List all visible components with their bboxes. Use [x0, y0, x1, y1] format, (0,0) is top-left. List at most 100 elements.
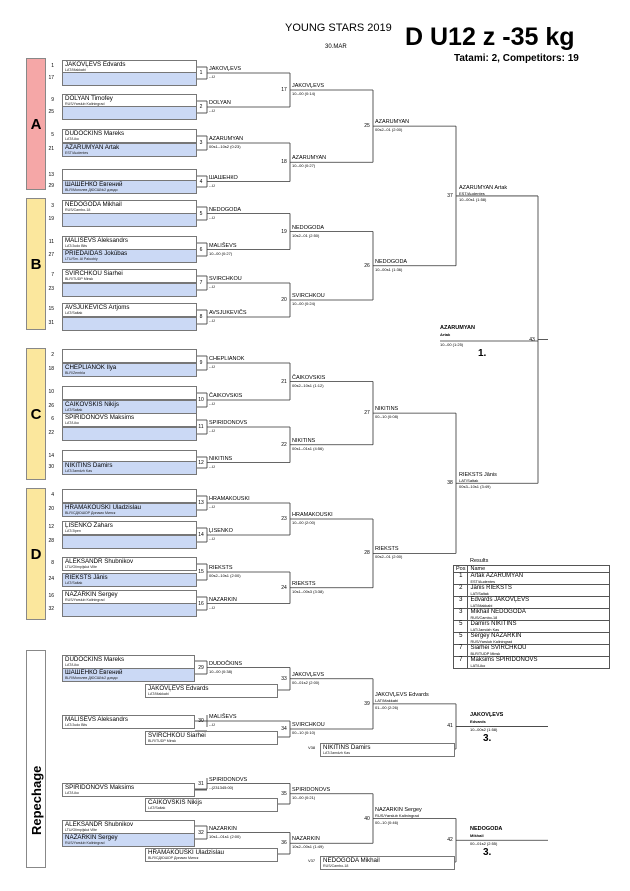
match-number: 41 — [447, 723, 453, 730]
seed-number: 8 — [51, 560, 54, 566]
match-score: 00--10 (0:10) — [292, 730, 316, 735]
match-winner: DOLYAN — [209, 100, 231, 106]
match-winner: JAKOVĻEVS Edvards — [375, 691, 429, 698]
match-score: 00s2--01 (2:00) — [375, 127, 403, 133]
match-score: 10--00 (0:24) — [292, 301, 316, 306]
pool-b-label: B — [26, 198, 46, 330]
match-score: 10--00 (0:21) — [292, 794, 316, 800]
seed-number: 7 — [51, 272, 54, 278]
results-club: EST/Audentes — [470, 580, 495, 584]
match-number: 38 — [447, 480, 453, 487]
seed-number: 1 — [51, 63, 54, 69]
competitor-name: ČAIKOVSKIS Nikijs — [148, 799, 202, 806]
results-club: RUS/Yarslub Kaliningrad — [470, 640, 513, 644]
rep-score: 00--01s2 (2:55) — [470, 841, 498, 847]
match-number: 1 — [199, 70, 203, 76]
match-number: 29 — [198, 664, 204, 671]
match-number: 32 — [198, 829, 204, 836]
competitor-club: BLR/Могилев ДЮСШ№2 дзюдо — [65, 188, 118, 192]
competitor-name: PRIEDAIDAS Jokūbas — [65, 250, 128, 257]
rep-rank: 3. — [483, 847, 492, 859]
competitor-club: LAT/Makkabi — [148, 692, 169, 696]
competitor-name: JAKOVĻEVS Edvards — [65, 61, 126, 68]
results-pos: 5 — [452, 620, 469, 633]
match-number: 30 — [198, 718, 204, 724]
results-pos: 5 — [452, 632, 469, 645]
match-score: 00s2--10s1 (2:00) — [209, 573, 241, 578]
competitor-club: LAT/Saltak — [65, 408, 83, 412]
match-score: 10s2--01 (2:50) — [292, 232, 320, 238]
results-pos: 7 — [452, 656, 469, 669]
match-club: LAT/Saltak — [459, 478, 479, 484]
seed-number: 24 — [48, 576, 54, 582]
competitor-club: LTU/Olimpijská Vilte — [65, 565, 98, 569]
match-winner: HRAMAKOUSKI — [292, 512, 333, 518]
empty-slot — [62, 349, 197, 363]
match-winner: JAKOVĻEVS — [209, 66, 242, 72]
match-club: RUS/Yarslub Kaliningrad — [375, 812, 419, 818]
match-score: 01--00 (2:26) — [375, 704, 399, 710]
competitor-club: BLR/СДЮШОР Динамо Минск — [65, 511, 116, 515]
match-score: 10--00 (0:27) — [292, 163, 316, 169]
match-number: 26 — [364, 262, 370, 269]
rep-winner-first: Mikhail — [470, 833, 484, 839]
match-winner: NIKITINS — [375, 406, 399, 413]
results-pos: 2 — [452, 584, 469, 597]
seed-number: 16 — [48, 593, 54, 599]
match-score: 00--01s2 (2:00) — [292, 679, 320, 685]
competitor-name: NAZARKIN Sergey — [65, 591, 118, 598]
match-number: 33 — [281, 675, 287, 682]
seed-number: 5 — [51, 132, 54, 138]
rep-score: 10--00s2 (1:58) — [470, 727, 498, 733]
match-winner: HRAMAKOUSKI — [209, 496, 250, 502]
empty-slot — [62, 535, 197, 549]
match-number: 22 — [281, 441, 287, 448]
competitor-name: NIKITINS Damirs — [65, 462, 113, 469]
competitor-club: LAT/Makkabi — [65, 68, 86, 72]
seed-number: 11 — [48, 239, 54, 245]
from-match-label: V37 — [308, 858, 316, 863]
empty-slot — [62, 317, 197, 331]
match-number: 17 — [281, 87, 287, 93]
match-winner: NAZARKIN — [292, 836, 320, 843]
match-score: 10--00 (0:38) — [209, 668, 233, 674]
competitor-name: MALIŠEVS Aleksandrs — [65, 237, 128, 244]
match-score: 10--00s1 (1:58) — [459, 196, 487, 202]
seed-number: 4 — [51, 492, 54, 498]
match-number: 10 — [198, 397, 204, 403]
match-number: 28 — [364, 550, 370, 557]
empty-slot — [62, 106, 197, 120]
match-winner: ĻISENKO — [209, 528, 233, 534]
match-winner: RIEKSTS Jānis — [459, 472, 497, 479]
competitor-name: NAZARKIN Sergey — [65, 834, 118, 841]
match-number: 39 — [364, 700, 370, 707]
empty-slot — [62, 603, 197, 617]
match-score: --IJ — [209, 463, 215, 469]
competitor-name: ALEKSANDR Shubnikov — [65, 558, 134, 565]
match-winner: MALIŠEVS — [209, 714, 237, 720]
match-number: 3 — [199, 140, 203, 146]
match-score: 00s3--10s1 (3:49) — [459, 484, 491, 490]
competitor-name: SVIRCHKOU Siarhei — [65, 270, 123, 277]
match-score: --IJ — [209, 722, 215, 727]
pool-d-label: D — [26, 488, 46, 620]
seed-number: 19 — [48, 216, 54, 222]
